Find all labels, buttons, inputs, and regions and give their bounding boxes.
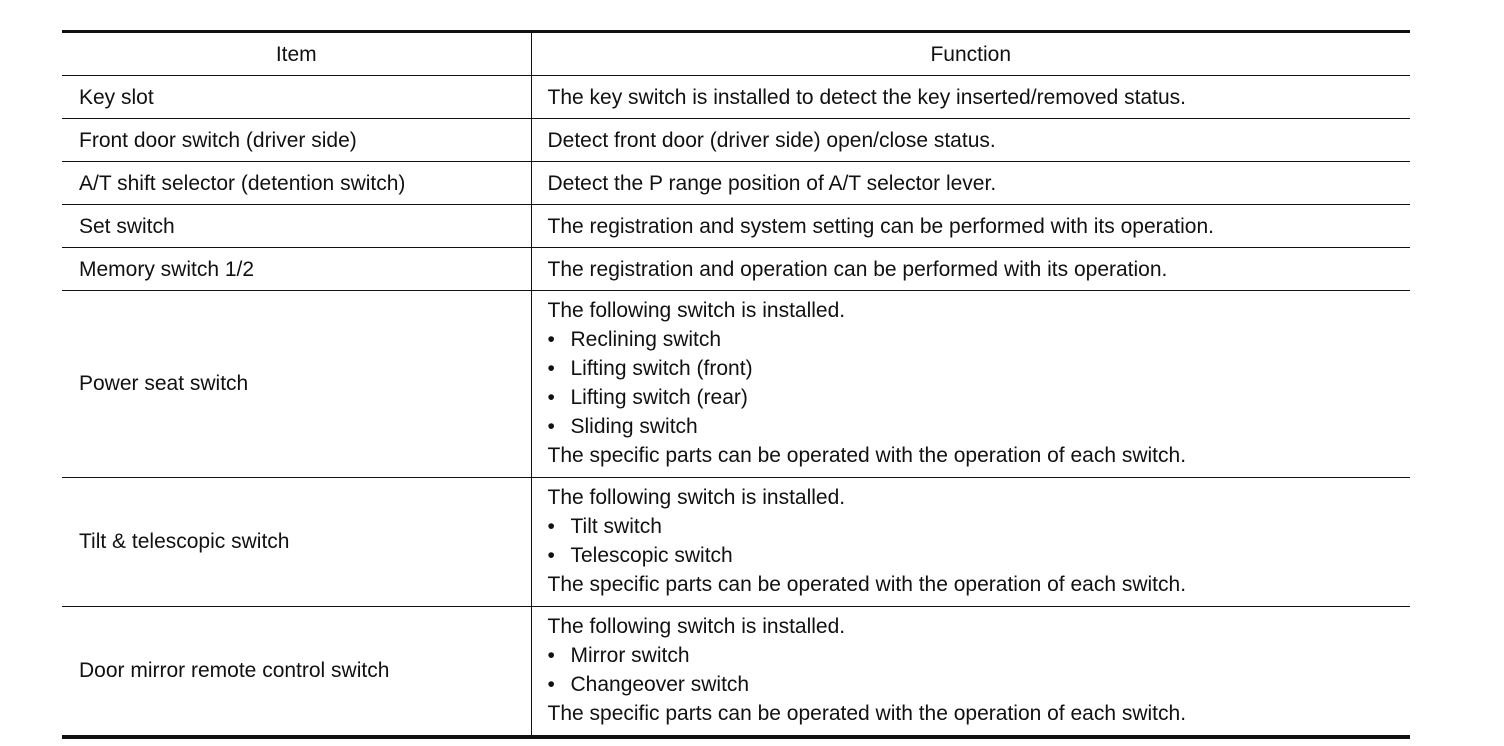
- item-cell: Key slot: [62, 75, 532, 119]
- table-row: A/T shift selector (detention switch) De…: [62, 161, 1410, 205]
- table-row: Door mirror remote control switch The fo…: [62, 606, 1411, 739]
- item-cell: Front door switch (driver side): [62, 118, 532, 162]
- item-cell: Set switch: [62, 204, 532, 248]
- function-cell: The registration and operation can be pe…: [531, 247, 1410, 291]
- function-intro: The following switch is installed.: [547, 486, 846, 509]
- function-cell: The following switch is installed. • Recl…: [531, 290, 1411, 478]
- bullet-dot: •: [547, 328, 555, 351]
- function-text: Detect the P range position of A/T selec…: [547, 171, 997, 195]
- bullet-item: • Lifting switch (front): [548, 354, 1411, 383]
- bullet-item: • Changeover switch: [548, 670, 1411, 699]
- bullet-dot: •: [547, 673, 555, 696]
- table-row: Tilt & telescopic switch The following s…: [62, 477, 1411, 607]
- function-text: The key switch is installed to detect th…: [547, 85, 1186, 109]
- bullet-dot: •: [547, 415, 555, 438]
- bullet-text: Tilt switch: [570, 515, 662, 538]
- function-outro: The specific parts can be operated with …: [547, 573, 1187, 596]
- bullet-text: Telescopic switch: [570, 544, 733, 567]
- bullet-dot: •: [547, 386, 555, 409]
- switch-function-table: Item Function Key slot The key switch is…: [62, 30, 1410, 739]
- function-cell: The following switch is installed. • Mirr…: [531, 606, 1411, 739]
- bullet-item: • Lifting switch (rear): [548, 383, 1411, 412]
- bullet-item: • Tilt switch: [548, 512, 1411, 541]
- bullet-text: Sliding switch: [570, 415, 698, 438]
- bullet-dot: •: [547, 357, 555, 380]
- item-cell: Door mirror remote control switch: [62, 606, 532, 739]
- function-cell: The registration and system setting can …: [531, 204, 1410, 248]
- function-text: The registration and system setting can …: [547, 214, 1215, 238]
- table-row: Memory switch 1/2 The registration and o…: [62, 247, 1410, 291]
- header-item: Item: [62, 30, 532, 76]
- bullet-text: Lifting switch (front): [570, 357, 753, 380]
- table-row: Power seat switch The following switch i…: [62, 290, 1411, 478]
- bullet-text: Changeover switch: [570, 673, 750, 696]
- bullet-text: Mirror switch: [570, 644, 690, 667]
- function-outro: The specific parts can be operated with …: [547, 444, 1187, 467]
- function-text: The registration and operation can be pe…: [547, 257, 1168, 281]
- table-header: Item Function: [62, 30, 1410, 76]
- item-cell: A/T shift selector (detention switch): [62, 161, 532, 205]
- function-cell: The key switch is installed to detect th…: [531, 75, 1410, 119]
- bullet-item: • Sliding switch: [548, 412, 1411, 441]
- table-body: Key slot The key switch is installed to …: [62, 75, 1411, 739]
- bullet-dot: •: [547, 515, 555, 538]
- bullet-item: • Telescopic switch: [548, 541, 1411, 570]
- function-intro: The following switch is installed.: [547, 615, 846, 638]
- bullet-text: Lifting switch (rear): [570, 386, 748, 409]
- table-row: Set switch The registration and system s…: [62, 204, 1410, 248]
- function-text: Detect front door (driver side) open/clo…: [547, 128, 996, 152]
- function-intro: The following switch is installed.: [547, 299, 846, 322]
- header-function: Function: [531, 30, 1410, 76]
- bullet-item: • Mirror switch: [548, 641, 1411, 670]
- bullet-item: • Reclining switch: [548, 325, 1411, 354]
- function-outro: The specific parts can be operated with …: [547, 702, 1187, 725]
- function-cell: Detect the P range position of A/T selec…: [531, 161, 1410, 205]
- item-cell: Tilt & telescopic switch: [62, 477, 532, 607]
- function-cell: The following switch is installed. • Tilt…: [531, 477, 1411, 607]
- table-row: Key slot The key switch is installed to …: [62, 75, 1410, 119]
- table-row: Front door switch (driver side) Detect f…: [62, 118, 1410, 162]
- function-cell: Detect front door (driver side) open/clo…: [531, 118, 1410, 162]
- header-row: Item Function: [62, 30, 1410, 76]
- bullet-dot: •: [547, 544, 555, 567]
- bullet-dot: •: [547, 644, 555, 667]
- item-cell: Power seat switch: [62, 290, 532, 478]
- bullet-text: Reclining switch: [570, 328, 722, 351]
- item-cell: Memory switch 1/2: [62, 247, 532, 291]
